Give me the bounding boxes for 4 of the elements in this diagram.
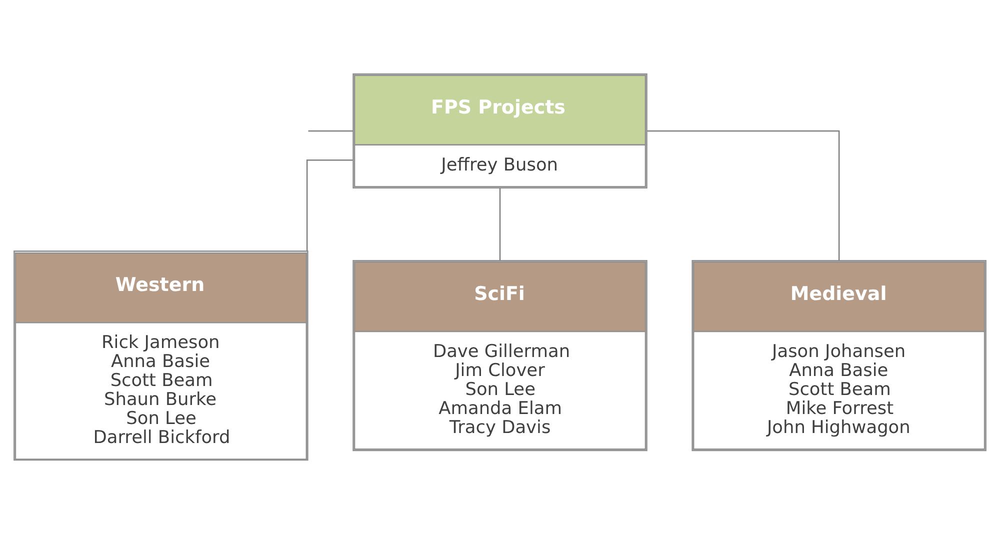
connector (647, 130, 840, 260)
connector (306, 158, 353, 250)
connector (499, 188, 501, 260)
connector (308, 130, 353, 132)
